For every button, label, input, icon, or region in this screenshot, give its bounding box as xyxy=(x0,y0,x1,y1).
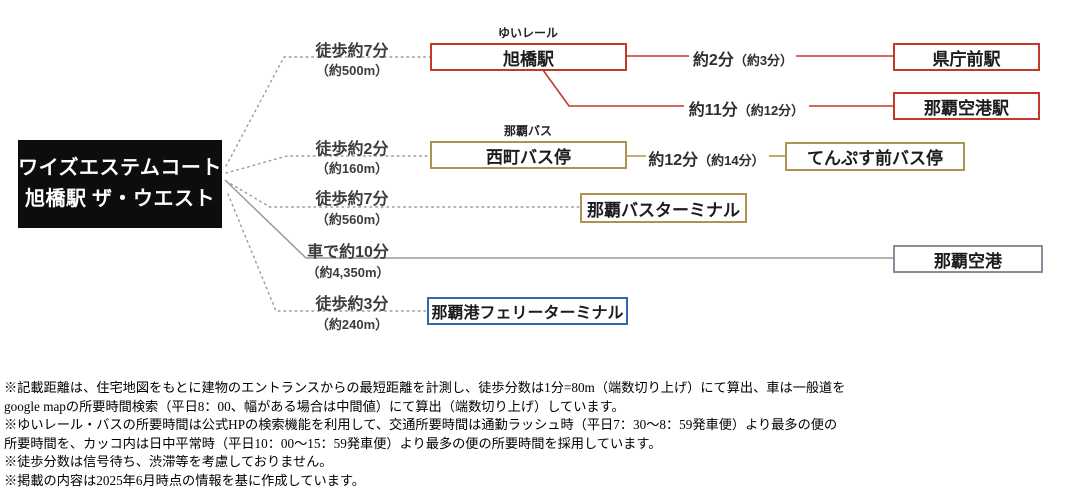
route-line-bus-terminal-walk xyxy=(225,180,581,208)
ride-time-naha-airport-sta: 約11分（約12分） xyxy=(659,96,834,120)
walk-distance-nishimachi: （約160m） xyxy=(315,161,389,176)
walk-distance-ferry-terminal: （約240m） xyxy=(315,317,389,332)
line-label-yui-rail: ゆいレール xyxy=(497,26,558,40)
ride-time-peak: 約11分 xyxy=(688,102,738,119)
property-name-line1: ワイズエステムコート xyxy=(18,157,222,179)
property-name-box: ワイズエステムコート 旭橋駅 ザ・ウエスト xyxy=(18,140,222,228)
footnote-line: ※ゆいレール・バスの所要時間は公式HPの検索機能を利用して、交通所要時間は通勤ラ… xyxy=(4,417,838,433)
station-box-naha-bus-terminal: 那覇バスターミナル xyxy=(580,193,747,223)
station-box-naha-port-ferry: 那覇港フェリーターミナル xyxy=(427,297,628,325)
car-time-naha-airport: 車で約10分 xyxy=(307,244,389,261)
footnote-line: google mapの所要時間検索（平日8：00、幅がある場合は中間値）にて算出… xyxy=(4,398,625,414)
station-box-naha-airport: 那覇空港 xyxy=(893,245,1043,273)
footnote-line: ※記載距離は、住宅地図をもとに建物のエントランスからの最短距離を計測し、徒歩分数… xyxy=(4,380,846,395)
line-label-naha-bus: 那覇バス xyxy=(503,124,552,138)
route-line-nishimachi-walk xyxy=(225,155,431,174)
ride-time-kencho-mae: 約2分（約3分） xyxy=(660,46,826,70)
station-box-tenbusu-mae: てんぷす前バス停 xyxy=(785,142,965,171)
ride-time-tenbusu-mae: 約12分（約14分） xyxy=(644,146,769,170)
property-name-line2: 旭橋駅 ザ・ウエスト xyxy=(25,188,215,210)
car-distance-naha-airport: （約4,350m） xyxy=(306,265,390,280)
footnotes: ※記載距離は、住宅地図をもとに建物のエントランスからの最短距離を計測し、徒歩分数… xyxy=(4,379,1066,491)
ride-time-offpeak: （約12分） xyxy=(737,103,805,118)
rail-line-airport-sta-left xyxy=(542,69,684,107)
route-line-asahibashi-walk xyxy=(225,56,431,167)
ride-time-offpeak: （約3分） xyxy=(733,53,794,68)
footnote-line: 所要時間を、カッコ内は日中平常時（平日10：00～15：59発車便）より最多の便… xyxy=(4,435,662,451)
walk-time-asahibashi: 徒歩約7分 xyxy=(315,43,389,60)
ride-time-peak: 約12分 xyxy=(648,152,699,169)
route-line-airport-car xyxy=(224,179,893,259)
walk-distance-bus-terminal: （約560m） xyxy=(315,212,389,227)
walk-time-nishimachi: 徒歩約2分 xyxy=(315,141,389,158)
ride-time-offpeak: （約14分） xyxy=(698,153,765,168)
walk-time-bus-terminal: 徒歩約7分 xyxy=(315,191,389,208)
walk-distance-asahibashi: （約500m） xyxy=(315,63,389,78)
walk-time-ferry-terminal: 徒歩約3分 xyxy=(315,296,389,313)
station-box-naha-airport-sta: 那覇空港駅 xyxy=(893,92,1040,120)
ride-time-peak: 約2分 xyxy=(692,52,734,69)
station-box-nishimachi: 西町バス停 xyxy=(430,141,627,169)
station-box-asahibashi: 旭橋駅 xyxy=(430,43,627,71)
station-box-kencho-mae: 県庁前駅 xyxy=(893,43,1040,71)
footnote-line: ※徒歩分数は信号待ち、渋滞等を考慮しておりません。 xyxy=(4,454,333,470)
footnote-line: ※掲載の内容は2025年6月時点の情報を基に作成しています。 xyxy=(4,472,365,488)
